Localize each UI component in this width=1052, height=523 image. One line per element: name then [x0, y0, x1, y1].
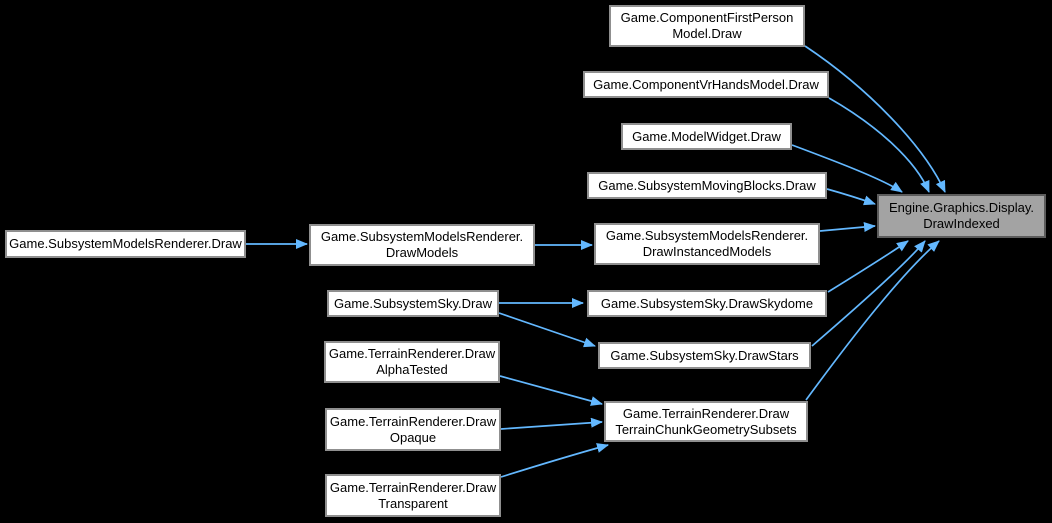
- node-label: Game.SubsystemModelsRenderer.: [320, 229, 524, 244]
- node-label: Game.TerrainRenderer.Draw: [328, 346, 496, 361]
- node-label: Game.ModelWidget.Draw: [632, 128, 781, 144]
- edge-skydraw-to-drawstars: [498, 312, 596, 348]
- node-terrain-renderer-draw-terrain-chunk-geometry-subsets[interactable]: Game.TerrainRenderer.Draw TerrainChunkGe…: [604, 401, 808, 442]
- node-label: Game.SubsystemSky.DrawSkydome: [600, 295, 814, 311]
- node-label: Game.ComponentFirstPerson: [620, 10, 794, 25]
- node-subsystem-moving-blocks-draw[interactable]: Game.SubsystemMovingBlocks.Draw: [587, 172, 827, 199]
- edge-modelwidget-to-drawindexed: [791, 144, 903, 193]
- node-subsystem-models-renderer-draw[interactable]: Game.SubsystemModelsRenderer.Draw: [5, 230, 246, 258]
- node-subsystem-sky-draw-skydome[interactable]: Game.SubsystemSky.DrawSkydome: [587, 290, 827, 317]
- node-subsystem-models-renderer-draw-instanced-models[interactable]: Game.SubsystemModelsRenderer. DrawInstan…: [594, 223, 820, 265]
- node-label: Game.SubsystemModelsRenderer.Draw: [9, 236, 242, 251]
- node-label: Transparent: [378, 495, 448, 511]
- node-label: Model.Draw: [672, 26, 742, 41]
- node-label: DrawModels: [385, 245, 459, 260]
- node-label: Opaque: [389, 429, 437, 445]
- node-subsystem-models-renderer-draw-models[interactable]: Game.SubsystemModelsRenderer. DrawModels: [309, 224, 535, 266]
- node-label: TerrainChunkGeometrySubsets: [615, 421, 797, 437]
- node-label: AlphaTested: [376, 362, 448, 377]
- node-engine-graphics-display-draw-indexed: Engine.Graphics.Display. DrawIndexed: [877, 194, 1046, 238]
- node-terrain-renderer-draw-transparent[interactable]: Game.TerrainRenderer.Draw Transparent: [325, 474, 501, 517]
- edge-tcgs-to-drawindexed: [805, 240, 940, 401]
- edge-drawstars-to-drawindexed: [811, 240, 926, 347]
- node-model-widget-draw[interactable]: Game.ModelWidget.Draw: [621, 123, 792, 150]
- node-label: Game.SubsystemModelsRenderer.: [605, 228, 809, 243]
- node-terrain-renderer-draw-alpha-tested[interactable]: Game.TerrainRenderer.Draw AlphaTested: [324, 341, 500, 383]
- edge-movingblocks-to-drawindexed: [826, 188, 876, 206]
- edge-alphatested-to-tcgs: [499, 375, 603, 406]
- edge-drawskydome-to-drawindexed: [827, 240, 909, 293]
- node-label: DrawIndexed: [923, 216, 1000, 231]
- node-subsystem-sky-draw-stars[interactable]: Game.SubsystemSky.DrawStars: [598, 342, 811, 369]
- edge-firstpersonmodel-to-drawindexed: [804, 45, 946, 193]
- node-label: Game.TerrainRenderer.Draw: [329, 479, 497, 495]
- node-label: Game.SubsystemSky.Draw: [334, 295, 492, 311]
- node-label: Game.SubsystemMovingBlocks.Draw: [598, 177, 816, 193]
- edge-transparent-to-tcgs: [500, 443, 609, 478]
- node-subsystem-sky-draw[interactable]: Game.SubsystemSky.Draw: [327, 290, 499, 317]
- edge-opaque-to-tcgs: [500, 417, 603, 430]
- node-label: Game.TerrainRenderer.Draw: [329, 413, 497, 429]
- node-label: DrawInstancedModels: [642, 244, 772, 259]
- edge-vrhandsmodel-to-drawindexed: [828, 97, 930, 193]
- node-label: Game.ComponentVrHandsModel.Draw: [593, 76, 819, 92]
- edge-drawinstancedmodels-to-drawindexed: [819, 222, 876, 232]
- node-label: Engine.Graphics.Display.: [889, 200, 1034, 215]
- node-component-vr-hands-model-draw[interactable]: Game.ComponentVrHandsModel.Draw: [583, 71, 829, 98]
- node-terrain-renderer-draw-opaque[interactable]: Game.TerrainRenderer.Draw Opaque: [325, 408, 501, 451]
- node-label: Game.SubsystemSky.DrawStars: [610, 347, 799, 363]
- node-label: Game.TerrainRenderer.Draw: [622, 405, 790, 421]
- node-component-first-person-model-draw[interactable]: Game.ComponentFirstPerson Model.Draw: [609, 5, 805, 47]
